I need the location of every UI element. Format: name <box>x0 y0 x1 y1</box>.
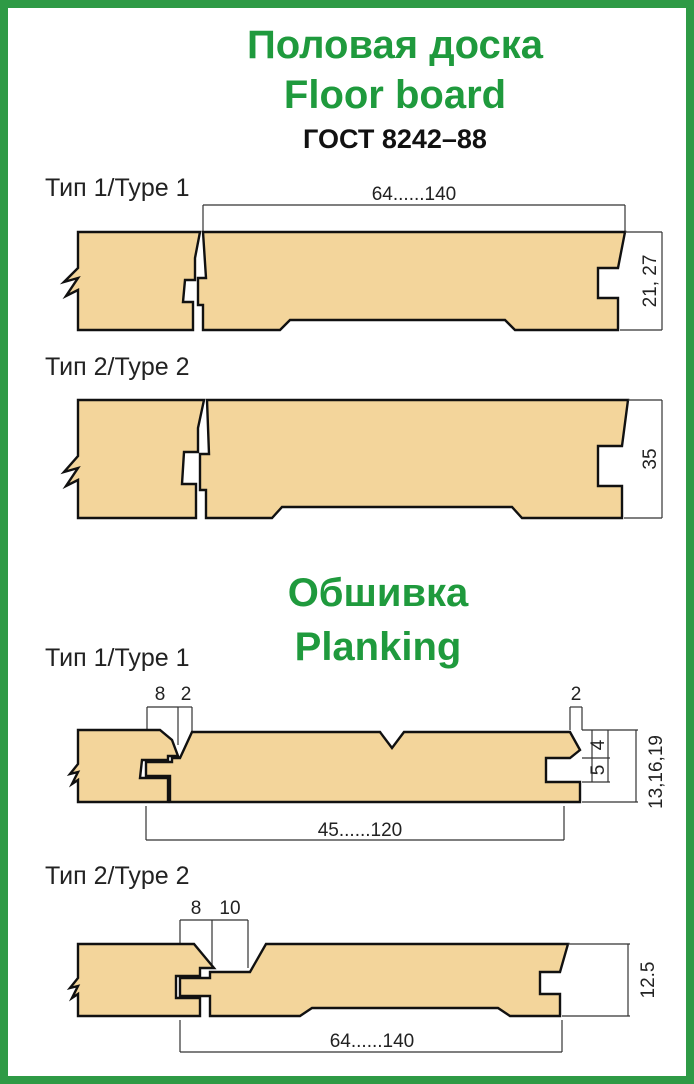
floor-type1-thickness-label: 21, 27 <box>640 255 661 308</box>
floor-type2-main-board <box>198 398 630 520</box>
planking-type2-label: Тип 2/Type 2 <box>45 862 190 890</box>
planking-type2-dim-a: 8 <box>191 898 202 919</box>
planking-type1-dim-e: 4 <box>588 739 609 750</box>
planking-type2-dim-b: 10 <box>219 898 240 919</box>
floor-type1-label: Тип 1/Type 1 <box>45 174 190 202</box>
planking-type2-main-board <box>178 942 570 1018</box>
planking-type1-dim-a: 8 <box>155 684 166 705</box>
floor-board-title-ru: Половая доска <box>247 23 544 67</box>
floor-type1-main-board <box>196 230 627 332</box>
planking-type1-label: Тип 1/Type 1 <box>45 644 190 672</box>
planking-type1-thickness-label: 13,16,19 <box>646 735 667 809</box>
floor-type1-width-label: 64......140 <box>372 184 457 205</box>
planking-title-ru: Обшивка <box>288 571 469 615</box>
planking-type2-left-piece <box>66 942 217 1018</box>
planking-type1-main-board <box>144 730 582 804</box>
planking-type1-left-piece <box>66 728 180 804</box>
gost-standard: ГОСТ 8242–88 <box>303 124 487 154</box>
floor-type1-left-piece <box>59 230 202 332</box>
floor-type2-thickness-label: 35 <box>640 448 661 469</box>
floor-type2-label: Тип 2/Type 2 <box>45 353 190 381</box>
planking-type2-width-label: 64......140 <box>330 1031 415 1052</box>
planking-title-en: Planking <box>295 625 462 669</box>
planking-type1-dim-d: 5 <box>588 765 609 776</box>
floor-type2-left-piece <box>60 398 206 520</box>
planking-type2-thickness-label: 12.5 <box>638 962 659 999</box>
planking-type1-width-label: 45......120 <box>318 820 403 841</box>
planking-type1-dim-b: 2 <box>181 684 192 705</box>
planking-type1-dim-c: 2 <box>571 684 582 705</box>
floor-board-title-en: Floor board <box>284 73 506 117</box>
